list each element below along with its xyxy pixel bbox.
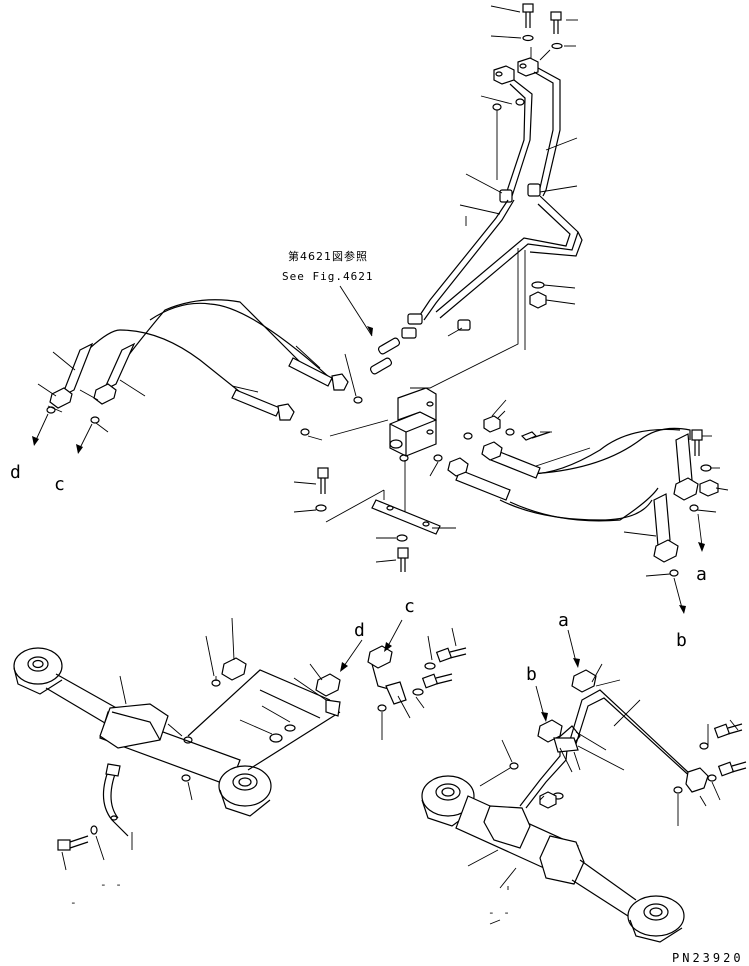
reference-arrow <box>339 285 373 337</box>
label-b-lower: b <box>526 664 537 685</box>
label-b-upper: b <box>676 630 687 651</box>
right-cylinder <box>421 629 747 943</box>
reference-jp: 第4621図参照 <box>288 249 368 263</box>
minor-mark-3: - - <box>488 906 511 919</box>
label-d-lower: d <box>354 620 365 641</box>
mounting-bracket <box>293 467 456 572</box>
label-a-lower: a <box>558 610 569 631</box>
left-cylinder <box>13 617 467 871</box>
part-number: PN23920 <box>672 951 744 965</box>
bolt-top-left <box>522 3 534 42</box>
upper-pipe-assembly <box>369 3 583 389</box>
manifold-assembly <box>300 353 473 520</box>
right-hoses <box>447 399 729 614</box>
label-d-upper: d <box>10 462 21 483</box>
label-a-upper: a <box>696 564 707 585</box>
minor-mark-1: - - <box>100 878 123 891</box>
reference-en: See Fig.4621 <box>282 270 373 283</box>
label-c-lower: c <box>404 596 415 617</box>
label-c-upper: c <box>54 474 65 495</box>
reference-arrow-head <box>367 326 373 336</box>
left-hoses <box>32 299 349 454</box>
minor-mark-2: - <box>70 896 78 909</box>
bolt-top-right <box>550 11 563 50</box>
